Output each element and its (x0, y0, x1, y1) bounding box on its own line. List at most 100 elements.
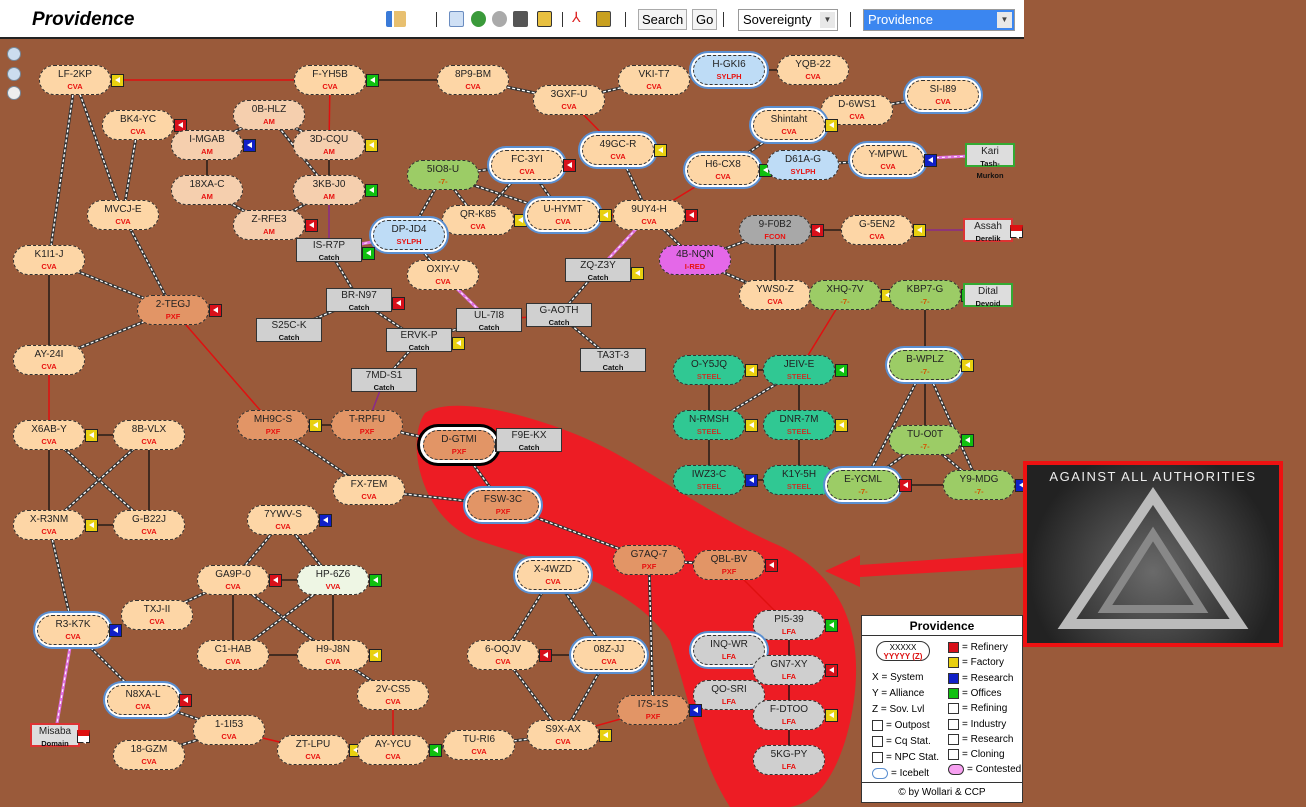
system-E-YCML[interactable]: E-YCML-7- (827, 470, 912, 500)
factory-station-icon[interactable] (654, 144, 667, 157)
refinery-station-icon[interactable] (811, 224, 824, 237)
offices-station-icon[interactable] (835, 364, 848, 377)
refinery-station-icon[interactable] (305, 219, 318, 232)
search-button[interactable]: Search (638, 9, 688, 30)
factory-station-icon[interactable] (85, 429, 98, 442)
offices-station-icon[interactable] (825, 619, 838, 632)
zoom-in-icon[interactable] (7, 47, 21, 61)
factory-station-icon[interactable] (631, 267, 644, 280)
region-select[interactable]: Providence▼ (863, 9, 1015, 31)
refinery-station-icon[interactable] (539, 649, 552, 662)
refinery-station-icon[interactable] (209, 304, 222, 317)
back-icon[interactable] (386, 11, 406, 27)
factory-station-icon[interactable] (599, 729, 612, 742)
dotlan-icon[interactable] (537, 11, 552, 27)
research-station-icon[interactable] (924, 154, 937, 167)
factory-station-icon[interactable] (599, 209, 612, 222)
factory-station-icon[interactable] (745, 364, 758, 377)
offices-station-icon[interactable] (961, 434, 974, 447)
refinery-station-icon[interactable] (825, 664, 838, 677)
factory-station-icon[interactable] (365, 139, 378, 152)
factory-station-icon[interactable] (825, 709, 838, 722)
factory-station-icon[interactable] (913, 224, 926, 237)
refinery-station-icon[interactable] (179, 694, 192, 707)
factory-station-icon[interactable] (85, 519, 98, 532)
factory-station-icon[interactable] (835, 419, 848, 432)
research-station-icon[interactable] (319, 514, 332, 527)
image-icon[interactable] (596, 11, 611, 27)
refinery-station-icon[interactable] (269, 574, 282, 587)
system-TU-O0T[interactable]: TU-O0T-7- (889, 425, 974, 455)
refinery-station-icon[interactable] (563, 159, 576, 172)
research-station-icon[interactable] (689, 704, 702, 717)
offices-station-icon[interactable] (369, 574, 382, 587)
system-B-WPLZ[interactable]: B-WPLZ-7- (889, 350, 974, 380)
grid-icon[interactable] (513, 11, 528, 27)
offices-station-icon[interactable] (366, 74, 379, 87)
factory-station-icon[interactable] (745, 419, 758, 432)
moon-icon[interactable] (492, 11, 507, 27)
system-Y9-MDG[interactable]: Y9-MDG-7- (943, 470, 1028, 500)
factory-station-icon[interactable] (309, 419, 322, 432)
pdf-icon[interactable]: ⅄ (572, 9, 581, 25)
refinery-station-icon[interactable] (765, 559, 778, 572)
